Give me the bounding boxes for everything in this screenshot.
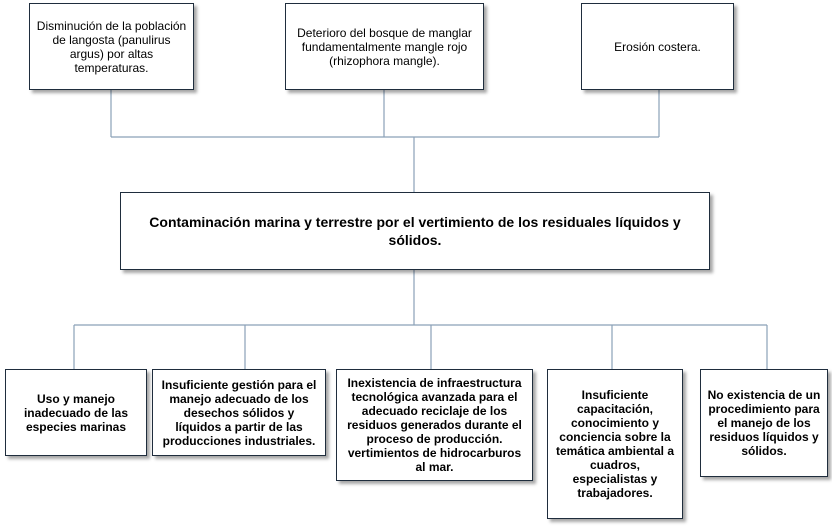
effect-box-mangrove: Deterioro del bosque de manglar fundamen… xyxy=(285,3,484,90)
cause-box-species: Uso y manejo inadecuado de las especies … xyxy=(5,369,147,456)
effect-text: Deterioro del bosque de manglar fundamen… xyxy=(297,25,472,68)
effect-box-erosion: Erosión costera. xyxy=(581,3,734,90)
cause-text: Inexistencia de infraestructura tecnológ… xyxy=(347,376,522,474)
cause-text: No existencia de un procedimiento para e… xyxy=(707,388,821,458)
problem-box: Contaminación marina y terrestre por el … xyxy=(120,192,710,270)
cause-text: Insuficiente gestión para el manejo adec… xyxy=(161,377,317,448)
effect-text: Erosión costera. xyxy=(614,39,701,54)
cause-box-procedure: No existencia de un procedimiento para e… xyxy=(700,369,828,477)
cause-text: Insuficiente capacitación, conocimiento … xyxy=(555,388,675,500)
cause-text: Uso y manejo inadecuado de las especies … xyxy=(23,391,129,434)
cause-box-training: Insuficiente capacitación, conocimiento … xyxy=(547,369,683,519)
problem-text: Contaminación marina y terrestre por el … xyxy=(149,214,681,248)
cause-box-infrastructure: Inexistencia de infraestructura tecnológ… xyxy=(336,369,533,481)
effect-box-lobster: Disminución de la población de langosta … xyxy=(29,3,194,90)
effect-text: Disminución de la población de langosta … xyxy=(36,18,187,75)
cause-box-waste-management: Insuficiente gestión para el manejo adec… xyxy=(152,369,326,456)
